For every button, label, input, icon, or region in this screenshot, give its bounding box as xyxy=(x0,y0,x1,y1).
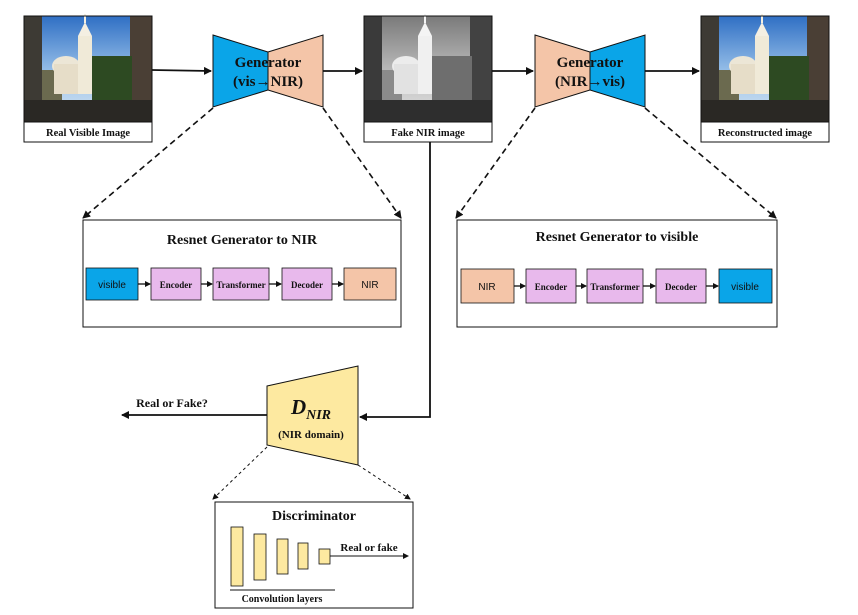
fake-nir-image: Fake NIR image xyxy=(363,14,493,143)
block-visible xyxy=(85,267,139,301)
resnet-generator-to-visible-title: Resnet Generator to visible xyxy=(536,230,699,245)
generator-vis-to-nir-title: Generator xyxy=(235,55,302,71)
block-decoder xyxy=(281,267,333,301)
block-visible-output xyxy=(718,268,773,304)
block-transformer-label: Transformer xyxy=(216,280,265,290)
discriminator-d-nir: DNIR (NIR domain) xyxy=(266,365,359,466)
reconstructed-image-caption: Reconstructed image xyxy=(718,128,813,139)
block-nir-label: NIR xyxy=(361,280,378,291)
dashed-expansion-arrows xyxy=(82,107,777,219)
conv-layer-1 xyxy=(230,526,244,587)
conv-layer-2 xyxy=(253,533,267,581)
block-transformer-2 xyxy=(586,268,644,304)
discriminator-title: Discriminator xyxy=(272,509,356,524)
discriminator-detail-panel: Discriminator Real or fake Convolution l… xyxy=(214,501,414,609)
generator-nir-to-vis-title: Generator xyxy=(557,55,624,71)
d-nir-symbol: DNIR xyxy=(290,395,331,423)
conv-layers-label: Convolution layers xyxy=(242,594,323,605)
generator-vis-to-nir-subtitle: (vis→NIR) xyxy=(233,74,303,90)
reconstructed-image: Reconstructed image xyxy=(700,14,830,143)
block-encoder-2 xyxy=(525,268,577,304)
arrow-fake-nir-to-discriminator xyxy=(359,142,431,421)
discriminator-expansion-arrows xyxy=(212,446,411,500)
block-visible-label: visible xyxy=(98,280,126,291)
pipeline-arrows xyxy=(151,66,700,421)
block-decoder-label: Decoder xyxy=(291,280,323,290)
resnet-generator-to-nir-title: Resnet Generator to NIR xyxy=(167,233,318,248)
block-visible-output-label: visible xyxy=(731,282,759,293)
arrow-real-to-generator xyxy=(151,66,212,75)
block-nir xyxy=(343,267,397,301)
conv-layer-4 xyxy=(297,542,309,570)
block-nir-input-label: NIR xyxy=(478,282,495,293)
discriminator-output-label: Real or fake xyxy=(340,542,397,554)
block-encoder xyxy=(150,267,202,301)
generator-vis-to-nir: Generator (vis→NIR) xyxy=(212,34,324,108)
resnet-generator-to-nir-panel: Resnet Generator to NIR visible Encoder … xyxy=(82,219,402,328)
real-visible-image: Real Visible Image xyxy=(23,14,153,143)
block-transformer xyxy=(212,267,270,301)
conv-layer-3 xyxy=(276,538,289,575)
generator-nir-to-vis: Generator (NIR→vis) xyxy=(534,34,646,108)
generator-nir-to-vis-subtitle: (NIR→vis) xyxy=(555,74,625,90)
block-transformer-2-label: Transformer xyxy=(590,282,639,292)
real-visible-image-caption: Real Visible Image xyxy=(46,128,130,139)
resnet-generator-to-visible-panel: Resnet Generator to visible NIR Encoder … xyxy=(456,219,778,328)
fake-nir-image-caption: Fake NIR image xyxy=(391,128,465,139)
block-nir-input xyxy=(460,268,515,304)
block-decoder-2-label: Decoder xyxy=(665,282,697,292)
block-encoder-2-label: Encoder xyxy=(535,282,568,292)
d-nir-output-label: Real or Fake? xyxy=(136,396,208,410)
block-encoder-label: Encoder xyxy=(160,280,193,290)
conv-layer-5 xyxy=(318,548,331,565)
d-nir-subtitle: (NIR domain) xyxy=(278,429,344,441)
